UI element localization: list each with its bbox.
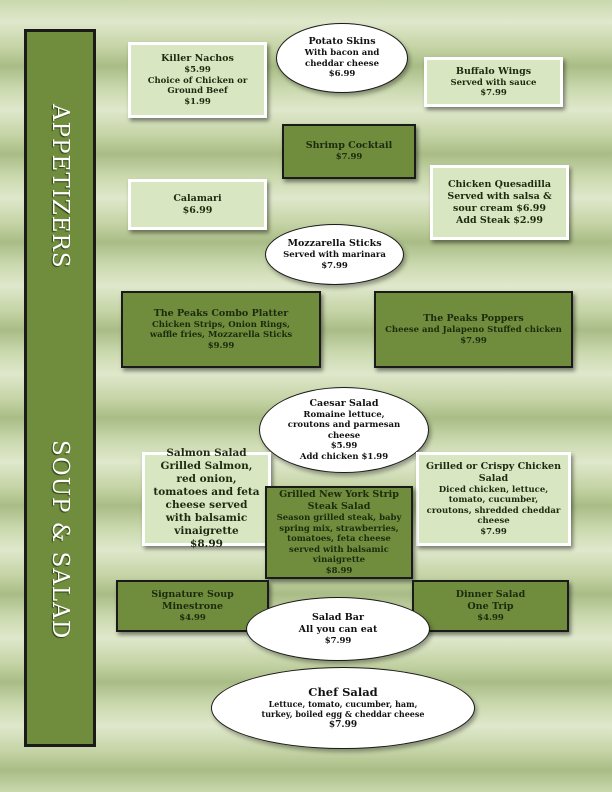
menu-item-salad-bar: Salad Bar All you can eat $7.99 xyxy=(246,597,430,661)
item-desc: Served with sauce xyxy=(450,77,537,88)
item-name: Shrimp Cocktail xyxy=(305,140,393,152)
item-price: $7.99 xyxy=(480,526,507,537)
item-name: Mozzarella Sticks xyxy=(287,238,382,249)
item-desc: Served with marinara xyxy=(283,250,386,260)
item-price: $6.99 xyxy=(182,204,213,216)
item-price: $6.99 xyxy=(328,69,356,80)
item-sub: One Trip xyxy=(467,600,514,612)
menu-item-calamari: Calamari $6.99 xyxy=(128,179,267,230)
item-desc: Choice of Chicken or Ground Beef xyxy=(147,75,248,97)
item-sub: Minestrone xyxy=(161,600,224,612)
item-name: Potato Skins xyxy=(308,36,376,48)
item-price: $7.99 xyxy=(460,335,487,346)
item-name: Grilled New York Strip Steak Salad xyxy=(279,489,399,512)
appetizers-heading: APPETIZERS xyxy=(47,104,73,269)
item-name: Calamari xyxy=(173,192,222,204)
item-price: $5.99 xyxy=(330,441,358,452)
item-extra: Add Steak $2.99 xyxy=(455,214,544,226)
item-desc: Romaine lettuce, croutons and parmesan c… xyxy=(287,409,401,441)
item-desc: Diced chicken, lettuce, tomato, cucumber… xyxy=(426,484,561,527)
item-price: $9.99 xyxy=(207,340,235,351)
item-sub: All you can eat xyxy=(298,623,378,635)
menu-item-shrimp-cocktail: Shrimp Cocktail $7.99 xyxy=(282,124,416,179)
item-extra: Add chicken $1.99 xyxy=(299,451,389,462)
menu-item-signature-soup: Signature Soup Minestrone $4.99 xyxy=(116,580,269,632)
item-desc: Served with salsa & sour cream $6.99 xyxy=(447,190,552,214)
item-name: Salad Bar xyxy=(312,611,364,623)
item-price: $8.99 xyxy=(325,565,353,576)
menu-item-chicken-quesadilla: Chicken Quesadilla Served with salsa & s… xyxy=(430,165,569,240)
menu-item-grilled-chicken-salad: Grilled or Crispy Chicken Salad Diced ch… xyxy=(416,452,571,546)
item-price: $7.99 xyxy=(324,635,352,646)
menu-item-killer-nachos: Killer Nachos $5.99 Choice of Chicken or… xyxy=(128,42,267,118)
item-desc: With bacon and cheddar cheese xyxy=(304,48,380,69)
menu-item-ny-strip-salad: Grilled New York Strip Steak Salad Seaso… xyxy=(265,486,413,579)
soup-salad-heading: SOUP & SALAD xyxy=(47,440,73,640)
item-name: The Peaks Poppers xyxy=(423,313,524,324)
item-price: $5.99 xyxy=(184,65,211,75)
item-desc: Cheese and Jalapeno Stuffed chicken xyxy=(385,325,562,335)
item-name: Signature Soup xyxy=(151,588,234,600)
item-price: $4.99 xyxy=(477,612,504,623)
item-name: Grilled or Crispy Chicken Salad xyxy=(426,460,561,484)
menu-item-peaks-poppers: The Peaks Poppers Cheese and Jalapeno St… xyxy=(374,291,573,368)
item-price: $7.99 xyxy=(335,152,363,163)
menu-item-combo-platter: The Peaks Combo Platter Chicken Strips, … xyxy=(121,291,321,368)
item-name: Chicken Quesadilla xyxy=(447,178,552,190)
menu-item-dinner-salad: Dinner Salad One Trip $4.99 xyxy=(412,580,569,632)
menu-item-salmon-salad: Salmon Salad Grilled Salmon, red onion, … xyxy=(142,447,271,550)
item-name: Dinner Salad xyxy=(455,588,526,600)
item-price-add: $1.99 xyxy=(184,96,211,107)
section-sidebar: APPETIZERS SOUP & SALAD xyxy=(24,29,96,747)
item-name: Caesar Salad xyxy=(309,397,379,409)
menu-item-chef-salad: Chef Salad Lettuce, tomato, cucumber, ha… xyxy=(211,667,475,749)
item-price: $7.99 xyxy=(328,720,358,730)
item-price: $8.99 xyxy=(190,538,223,550)
menu-item-caesar-salad: Caesar Salad Romaine lettuce, croutons a… xyxy=(259,387,429,473)
menu-item-potato-skins: Potato Skins With bacon and cheddar chee… xyxy=(276,23,408,93)
item-price: $4.99 xyxy=(179,612,206,623)
item-desc: Lettuce, tomato, cucumber, ham, turkey, … xyxy=(261,699,425,719)
menu-item-buffalo-wings: Buffalo Wings Served with sauce $7.99 xyxy=(424,57,563,107)
item-name: Salmon Salad xyxy=(166,447,247,459)
item-price: $7.99 xyxy=(480,88,507,98)
item-name: Buffalo Wings xyxy=(455,65,532,77)
item-desc: Chicken Strips, Onion Rings, waffle frie… xyxy=(149,319,293,341)
item-name: The Peaks Combo Platter xyxy=(153,307,289,319)
menu-item-mozzarella-sticks: Mozzarella Sticks Served with marinara $… xyxy=(265,224,404,285)
item-price: $7.99 xyxy=(321,260,348,271)
item-name: Killer Nachos xyxy=(161,53,234,64)
item-name: Chef Salad xyxy=(308,685,378,699)
item-desc: Grilled Salmon, red onion, tomatoes and … xyxy=(153,460,260,537)
item-desc: Season grilled steak, baby spring mix, s… xyxy=(276,513,402,565)
